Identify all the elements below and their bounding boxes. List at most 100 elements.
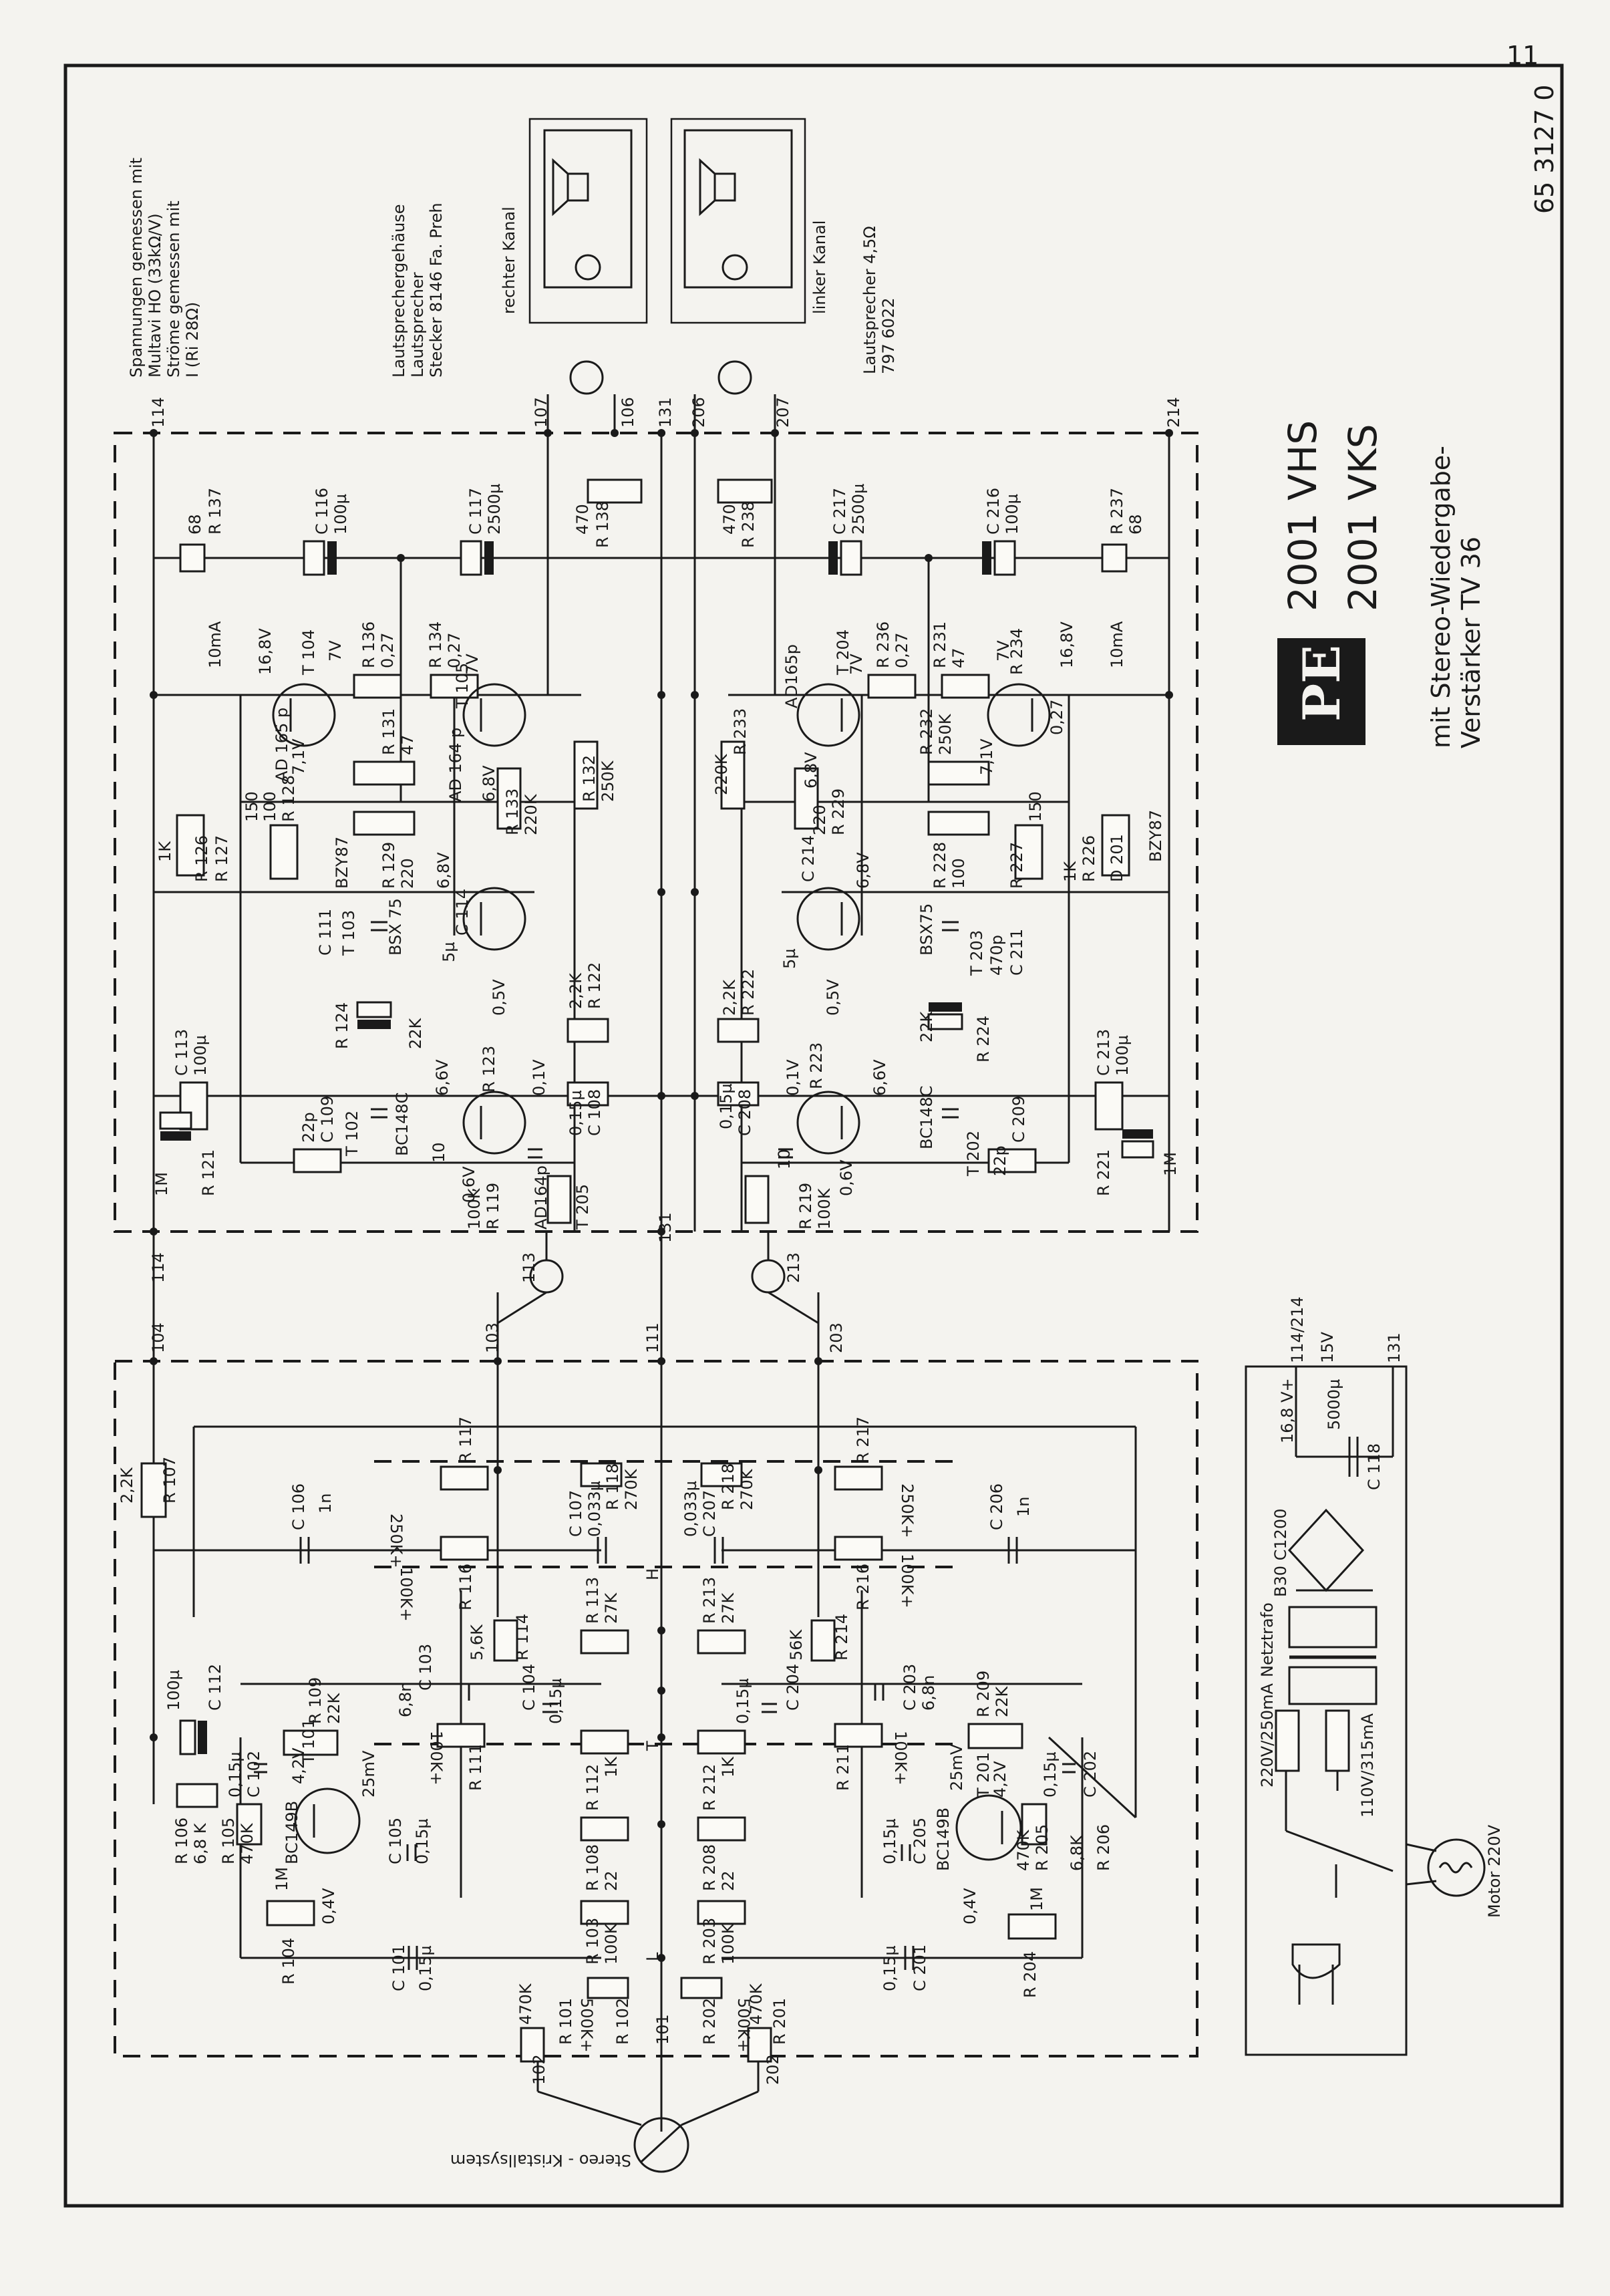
svg-text:BSX75: BSX75 [917,903,936,956]
svg-text:C 214: C 214 [799,835,818,882]
svg-text:T 105: T 105 [453,663,472,709]
note-line-2: Multavi HO (33kΩ/V) [146,213,164,378]
svg-text:0,4V: 0,4V [319,1888,338,1924]
note-line-4: I (Ri 28Ω) [183,302,202,378]
output-labels: 68 R 137 C 116 100µ C 117 2500µ 470 R 13… [152,484,1180,1230]
svg-text:R 209: R 209 [974,1671,993,1717]
svg-text:22p: 22p [299,1112,318,1143]
svg-text:22: 22 [719,1870,738,1891]
svg-text:6,8K: 6,8K [1068,1834,1086,1871]
svg-text:6,6V: 6,6V [870,1059,889,1096]
svg-text:7V: 7V [326,640,345,662]
svg-text:AD164p: AD164p [532,1165,550,1230]
svg-text:220: 220 [398,858,417,889]
svg-text:106: 106 [619,397,637,428]
svg-text:R 119: R 119 [484,1183,502,1230]
svg-text:1n: 1n [1014,1497,1033,1517]
svg-text:5,6K: 5,6K [468,1624,486,1661]
svg-text:R 111: R 111 [466,1744,485,1791]
svg-text:250K: 250K [599,760,617,802]
svg-text:0,27: 0,27 [445,633,464,668]
svg-text:27K: 27K [602,1592,621,1624]
svg-text:R 126: R 126 [192,835,211,882]
svg-text:R 114: R 114 [513,1614,532,1661]
svg-text:22K: 22K [325,1692,343,1724]
svg-text:0,033µ: 0,033µ [681,1481,700,1537]
svg-text:R 214: R 214 [832,1614,851,1661]
amp-desc-1: mit Stereo-Wiedergabe- [1426,446,1456,748]
svg-text:R 211: R 211 [834,1744,852,1791]
svg-text:5µ: 5µ [780,948,799,969]
svg-text:7V: 7V [994,640,1013,662]
svg-text:R 202: R 202 [700,1998,719,2045]
svg-text:T 101: T 101 [299,1719,318,1765]
amp-desc-2: Verstärker TV 36 [1456,537,1486,748]
svg-text:C 108: C 108 [585,1089,604,1136]
svg-text:6,8 K: 6,8 K [191,1822,210,1864]
svg-text:22p: 22p [991,1145,1009,1176]
svg-text:100K+: 100K+ [891,1731,910,1785]
svg-text:C 113: C 113 [172,1029,191,1076]
power-supply-box [1245,1365,1408,2056]
svg-text:Motor 220V: Motor 220V [1485,1824,1504,1918]
svg-text:T 104: T 104 [299,629,318,676]
svg-text:100µ: 100µ [1003,494,1021,535]
svg-text:R 213: R 213 [700,1577,719,1624]
svg-text:C 101: C 101 [389,1945,408,1991]
svg-text:0,1V: 0,1V [784,1059,802,1096]
svg-text:R 234: R 234 [1007,628,1026,675]
svg-text:R 122: R 122 [585,962,604,1009]
svg-text:250K+: 250K+ [387,1514,406,1568]
cartridge-symbol [633,2117,689,2173]
svg-text:100: 100 [261,791,279,822]
svg-text:D 201: D 201 [1108,834,1126,882]
svg-text:250K: 250K [936,713,955,755]
svg-text:100K: 100K [815,1187,834,1230]
preamp-resistors [140,1462,1057,2063]
svg-text:AD 165 p: AD 165 p [273,708,291,782]
svg-text:1K: 1K [1061,861,1080,882]
svg-text:R 231: R 231 [931,621,949,668]
svg-text:470: 470 [573,504,592,535]
svg-text:BC148C: BC148C [393,1093,412,1156]
svg-text:470K: 470K [516,1983,535,2025]
svg-text:150: 150 [1026,791,1045,822]
svg-text:C 213: C 213 [1094,1029,1113,1076]
svg-text:1M: 1M [152,1172,171,1196]
svg-text:R 228: R 228 [931,842,949,889]
svg-text:6,6V: 6,6V [433,1059,452,1096]
document-number: 65 3127 0 [1530,85,1559,214]
svg-text:T 203: T 203 [967,930,986,976]
svg-text:114: 114 [149,1252,168,1283]
svg-text:R 216: R 216 [854,1564,872,1610]
speaker-left [670,118,806,324]
svg-text:0,4V: 0,4V [961,1888,979,1924]
svg-text:202: 202 [764,2054,782,2085]
svg-text:R 203: R 203 [700,1918,719,1965]
svg-text:6,8V: 6,8V [802,752,820,788]
svg-text:C 201: C 201 [911,1945,929,1991]
svg-text:C 106: C 106 [289,1483,308,1530]
svg-text:T 103: T 103 [339,910,358,956]
page-number: 11 [1506,41,1539,70]
left-channel-label: linker Kanal [810,221,829,314]
svg-text:AD 164 p: AD 164 p [446,728,465,802]
speaker-left-part: 797 6022 [879,297,898,374]
svg-text:C 103: C 103 [416,1644,435,1691]
svg-text:R 102: R 102 [613,1998,632,2045]
svg-text:27K: 27K [719,1592,738,1624]
svg-text:R 232: R 232 [917,708,936,755]
svg-text:213: 213 [784,1252,803,1283]
svg-text:500K+: 500K+ [734,1998,753,2053]
svg-text:100µ: 100µ [164,1670,183,1711]
svg-text:R 112: R 112 [583,1764,602,1811]
power-labels: 16,8 V+ 114/214 15V 131 5000µ C 118 B30 … [1258,1296,1504,1918]
svg-text:R 133: R 133 [503,788,522,835]
svg-text:C 203: C 203 [901,1664,919,1711]
svg-text:0,27: 0,27 [893,633,911,668]
speaker-housing-3: Stecker 8146 Fa. Preh [427,202,446,378]
svg-text:150: 150 [243,791,261,822]
svg-text:114/214: 114/214 [1288,1296,1307,1363]
svg-text:1n: 1n [316,1493,335,1514]
cartridge-label: Stereo - Kristallsystem [450,2151,631,2170]
